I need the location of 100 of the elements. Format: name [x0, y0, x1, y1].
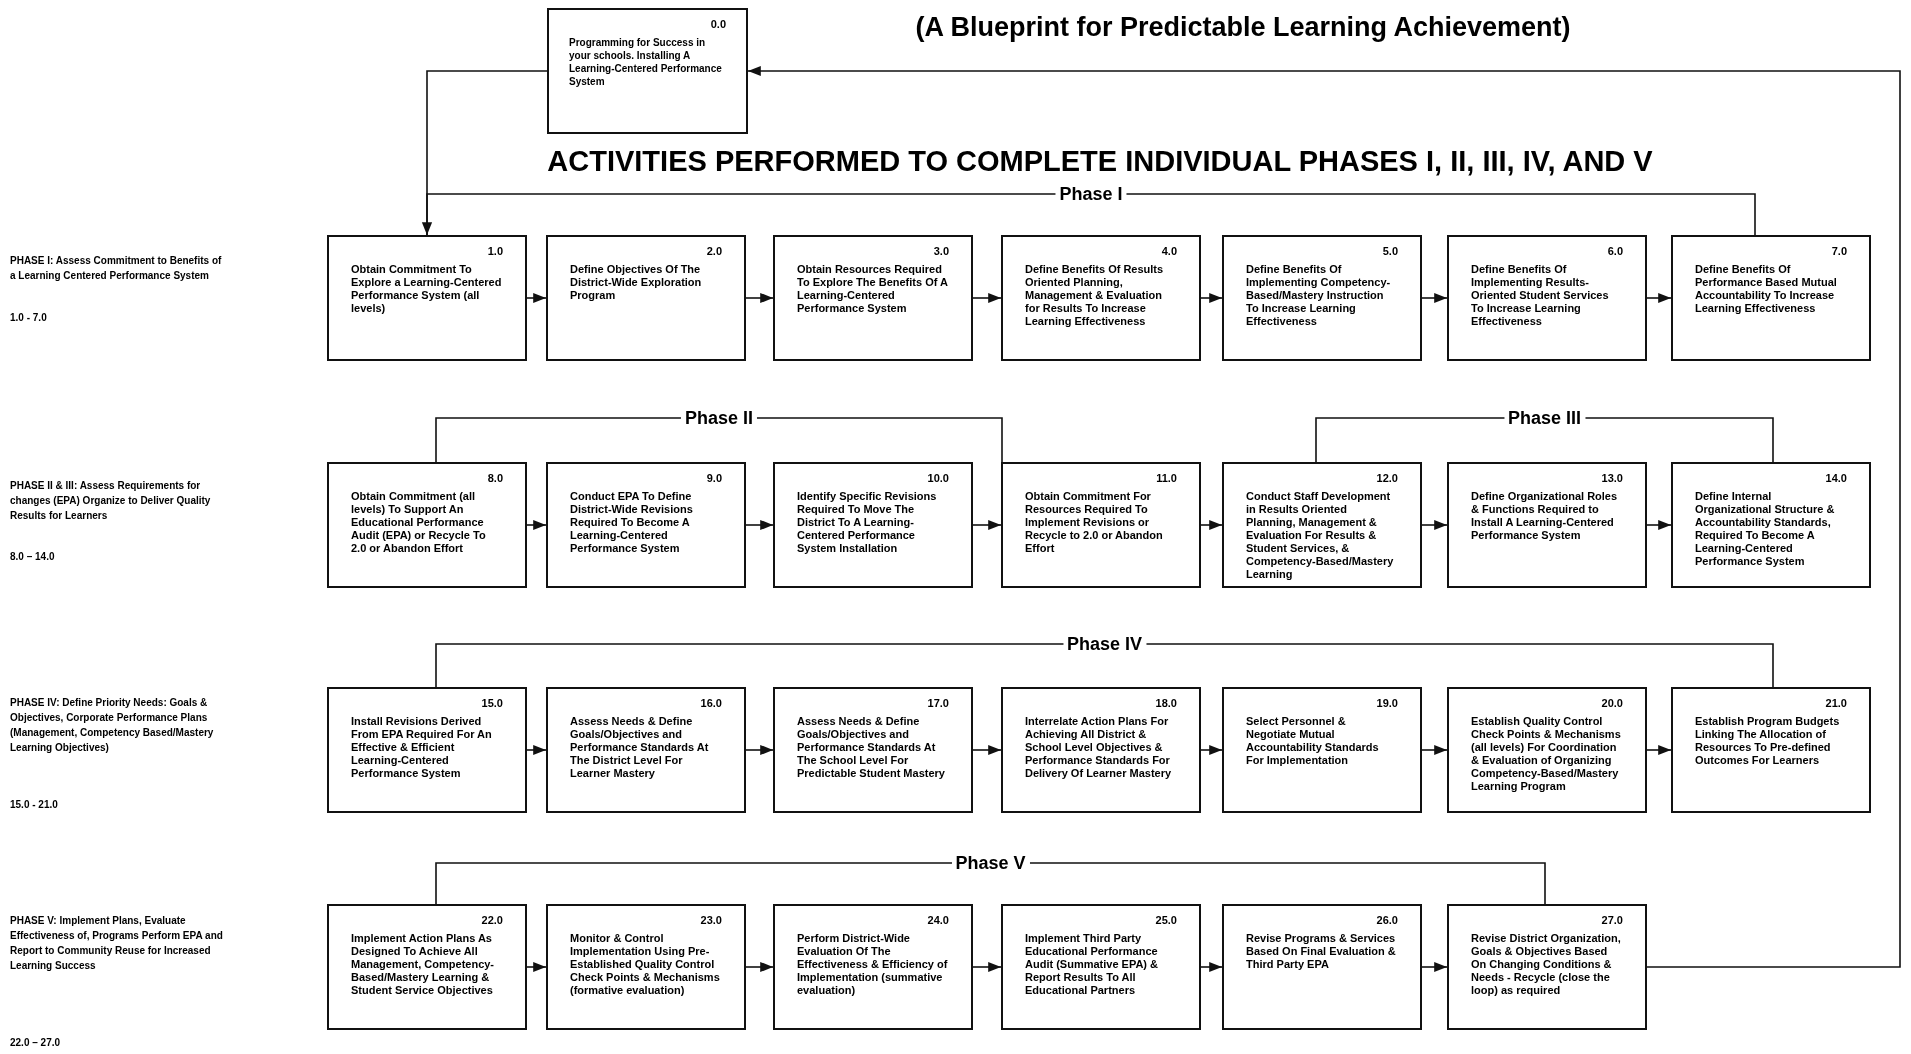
- phase-description: PHASE I: Assess Commitment to Benefits of a Learning Centered Performance System: [10, 254, 223, 283]
- arrow: [745, 292, 774, 304]
- process-box: [1671, 462, 1871, 588]
- step-description: Install Revisions Derived From EPA Required For An Effective & Efficient Learning-Centered Performance System: [351, 714, 493, 780]
- process-box: [1222, 235, 1422, 361]
- step-number: 21.0: [1825, 697, 1847, 711]
- process-box: [1222, 904, 1422, 1030]
- step-description: Obtain Commitment To Explore a Learning-Centered Performance System (all levels): [351, 262, 503, 315]
- process-box: [546, 904, 746, 1030]
- process-box: [1001, 687, 1201, 813]
- step-description: Define Benefits Of Results Oriented Planning, Management & Evaluation for Results To Increase Learning Effectiveness: [1025, 262, 1165, 328]
- process-box: [773, 235, 973, 361]
- process-box: [327, 904, 527, 1030]
- step-description: Define Organizational Roles & Functions Required to Install A Learning-Centered Performance System: [1471, 489, 1619, 542]
- heading: ACTIVITIES PERFORMED TO COMPLETE INDIVIDUAL PHASES I, II, III, IV, AND V: [547, 144, 1653, 180]
- step-description: Define Objectives Of The District-Wide Exploration Program: [570, 262, 703, 302]
- step-range: 22.0 – 27.0: [10, 1036, 61, 1050]
- step-number: 4.0: [1161, 245, 1177, 259]
- step-description: Obtain Commitment (all levels) To Support An Educational Performance Audit (EPA) or Recycle To 2.0 or Abandon Effort: [351, 489, 487, 555]
- process-box: [1671, 687, 1871, 813]
- step-range: 1.0 - 7.0: [10, 311, 47, 325]
- arrow: [526, 292, 547, 304]
- step-number: 9.0: [706, 472, 722, 486]
- step-description: Conduct EPA To Define District-Wide Revisions Required To Become A Learning-Centered Performance System: [570, 489, 694, 555]
- arrow: [745, 519, 774, 531]
- step-number: 20.0: [1601, 697, 1623, 711]
- arrow: [745, 744, 774, 756]
- step-description: Revise District Organization, Goals & Objectives Based On Changing Conditions & Needs - Recycle (close the loop) as required: [1471, 931, 1622, 997]
- arrow: [1200, 744, 1223, 756]
- arrow: [1646, 292, 1672, 304]
- arrow: [1200, 961, 1223, 973]
- arrow: [1200, 519, 1223, 531]
- step-number: 18.0: [1155, 697, 1177, 711]
- step-number: 13.0: [1601, 472, 1623, 486]
- step-number: 23.0: [700, 914, 722, 928]
- step-number: 0.0: [710, 18, 726, 32]
- arrow: [1200, 292, 1223, 304]
- process-box: [773, 904, 973, 1030]
- arrow: [526, 744, 547, 756]
- process-box: [546, 687, 746, 813]
- step-description: Identify Specific Revisions Required To Move The District To A Learning-Centered Performance System Installation: [797, 489, 938, 555]
- step-number: 27.0: [1601, 914, 1623, 928]
- process-box: [1447, 462, 1647, 588]
- arrow: [972, 292, 1002, 304]
- process-box: [1001, 462, 1201, 588]
- process-box: [1001, 904, 1201, 1030]
- arrow: [1421, 292, 1448, 304]
- step-description: Define Benefits Of Implementing Competency-Based/Mastery Instruction To Increase Learning Effectiveness: [1246, 262, 1392, 328]
- process-box: [773, 687, 973, 813]
- arrow: [972, 744, 1002, 756]
- step-description: Select Personnel & Negotiate Mutual Accountability Standards For Implementation: [1246, 714, 1380, 767]
- step-description: Obtain Resources Required To Explore The Benefits Of A Learning-Centered Performance System: [797, 262, 949, 315]
- step-description: Perform District-Wide Evaluation Of The Effectiveness & Efficiency of Implementation (summative evaluation): [797, 931, 949, 997]
- process-box: [546, 235, 746, 361]
- arrow: [747, 65, 1901, 968]
- process-box: [327, 687, 527, 813]
- arrow: [1646, 744, 1672, 756]
- step-number: 25.0: [1155, 914, 1177, 928]
- step-description: Define Benefits Of Performance Based Mutual Accountability To Increase Learning Effectiveness: [1695, 262, 1838, 315]
- title: (A Blueprint for Predictable Learning Achievement): [915, 10, 1571, 44]
- step-range: 15.0 - 21.0: [10, 798, 58, 812]
- step-number: 2.0: [706, 245, 722, 259]
- step-number: 16.0: [700, 697, 722, 711]
- process-box: [1447, 235, 1647, 361]
- step-number: 12.0: [1376, 472, 1398, 486]
- step-description: Establish Program Budgets Linking The Allocation of Resources To Pre-defined Outcomes For Learners: [1695, 714, 1841, 767]
- step-description: Define Internal Organizational Structure & Accountability Standards, Required To Become A Learning-Centered Performance System: [1695, 489, 1836, 568]
- step-description: Interrelate Action Plans For Achieving All District & School Level Objectives & Performance Standards For Delivery Of Learner Mastery: [1025, 714, 1173, 780]
- step-number: 24.0: [927, 914, 949, 928]
- step-number: 22.0: [481, 914, 503, 928]
- process-box: [327, 235, 527, 361]
- step-description: Programming for Success in your schools. Installing A Learning-Centered Performance System: [569, 35, 723, 88]
- process-box: [1001, 235, 1201, 361]
- step-number: 15.0: [481, 697, 503, 711]
- step-number: 26.0: [1376, 914, 1398, 928]
- step-description: Implement Action Plans As Designed To Achieve All Management, Competency-Based/Mastery Learning & Student Service Objectives: [351, 931, 496, 997]
- phase-description: PHASE IV: Define Priority Needs: Goals & Objectives, Corporate Performance Plans (Management, Competency Based/Mastery Learning Objectives): [10, 696, 215, 755]
- step-description: Revise Programs & Services Based On Final Evaluation & Third Party EPA: [1246, 931, 1397, 971]
- arrow: [972, 961, 1002, 973]
- step-number: 8.0: [487, 472, 503, 486]
- step-number: 1.0: [487, 245, 503, 259]
- phase-description: PHASE V: Implement Plans, Evaluate Effectiveness of, Programs Perform EPA and Report to Community Reuse for Increased Learning Success: [10, 914, 224, 973]
- step-description: Assess Needs & Define Goals/Objectives and Performance Standards At The District Level For Learner Mastery: [570, 714, 710, 780]
- step-number: 11.0: [1156, 472, 1177, 486]
- process-box: [773, 462, 973, 588]
- arrow: [1421, 744, 1448, 756]
- step-number: 5.0: [1382, 245, 1398, 259]
- process-box: [1222, 462, 1422, 588]
- arrow: [1421, 961, 1448, 973]
- step-description: Monitor & Control Implementation Using Pre-Established Quality Control Check Points & Mechanisms (formative evaluation): [570, 931, 721, 997]
- step-number: 19.0: [1376, 697, 1398, 711]
- process-box: [547, 8, 748, 134]
- process-box: [1447, 904, 1647, 1030]
- step-description: Obtain Commitment For Resources Required To Implement Revisions or Recycle to 2.0 or Abandon Effort: [1025, 489, 1164, 555]
- step-range: 8.0 – 14.0: [10, 550, 55, 564]
- arrow: [972, 519, 1002, 531]
- step-number: 17.0: [927, 697, 949, 711]
- process-box: [1222, 687, 1422, 813]
- step-number: 14.0: [1825, 472, 1847, 486]
- step-description: Assess Needs & Define Goals/Objectives and Performance Standards At The School Level For Predictable Student Mastery: [797, 714, 946, 780]
